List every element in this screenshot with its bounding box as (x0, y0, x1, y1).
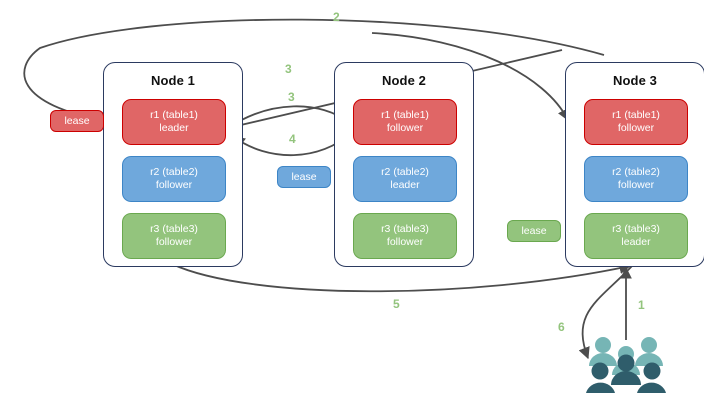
replica-role: follower (386, 236, 424, 248)
lease-badge-table1[interactable]: lease (50, 110, 104, 132)
replica-name: r3 (table3) (150, 223, 198, 235)
lease-label: lease (64, 115, 90, 127)
node-title: Node 2 (382, 73, 426, 88)
node-box-node3[interactable]: Node 3 r1 (table1) follower r2 (table2) … (565, 62, 704, 267)
replica-n2r3[interactable]: r3 (table3) follower (353, 213, 457, 259)
replica-role: follower (617, 179, 655, 191)
lease-badge-table2[interactable]: lease (277, 166, 331, 188)
replica-n3r2[interactable]: r2 (table2) follower (584, 156, 688, 202)
step-label-1: 1 (638, 298, 645, 312)
replica-name: r1 (table1) (381, 109, 429, 121)
replica-n3r1[interactable]: r1 (table1) follower (584, 99, 688, 145)
replica-n2r1[interactable]: r1 (table1) follower (353, 99, 457, 145)
replica-role: follower (386, 122, 424, 134)
replica-name: r3 (table3) (381, 223, 429, 235)
node-title: Node 1 (151, 73, 195, 88)
step-label-3b: 3 (288, 90, 295, 104)
people-icon (586, 337, 666, 393)
lease-label: lease (521, 225, 547, 237)
replica-role: follower (155, 179, 193, 191)
replica-n1r3[interactable]: r3 (table3) follower (122, 213, 226, 259)
replica-n2r2[interactable]: r2 (table2) leader (353, 156, 457, 202)
arrow-step-3-to-node2 (227, 105, 351, 129)
step-label-5: 5 (393, 297, 400, 311)
replica-name: r2 (table2) (612, 166, 660, 178)
step-label-3a: 3 (285, 62, 292, 76)
replica-n1r1[interactable]: r1 (table1) leader (122, 99, 226, 145)
replica-name: r1 (table1) (612, 109, 660, 121)
step-label-2: 2 (333, 10, 340, 24)
replica-role: follower (155, 236, 193, 248)
step-label-4: 4 (289, 132, 296, 146)
replica-role: leader (390, 179, 420, 191)
replica-role: follower (617, 122, 655, 134)
lease-label: lease (291, 171, 317, 183)
replica-n1r2[interactable]: r2 (table2) follower (122, 156, 226, 202)
replica-name: r2 (table2) (381, 166, 429, 178)
step-label-6: 6 (558, 320, 565, 334)
replica-role: leader (621, 236, 651, 248)
arrow-step-5 (171, 262, 632, 293)
replica-name: r2 (table2) (150, 166, 198, 178)
node-title: Node 3 (613, 73, 657, 88)
replica-name: r1 (table1) (150, 109, 198, 121)
node-box-node2[interactable]: Node 2 r1 (table1) follower r2 (table2) … (334, 62, 474, 267)
lease-badge-table3[interactable]: lease (507, 220, 561, 242)
replica-n3r3[interactable]: r3 (table3) leader (584, 213, 688, 259)
node-box-node1[interactable]: Node 1 r1 (table1) leader r2 (table2) fo… (103, 62, 243, 267)
replica-role: leader (159, 122, 189, 134)
replica-name: r3 (table3) (612, 223, 660, 235)
